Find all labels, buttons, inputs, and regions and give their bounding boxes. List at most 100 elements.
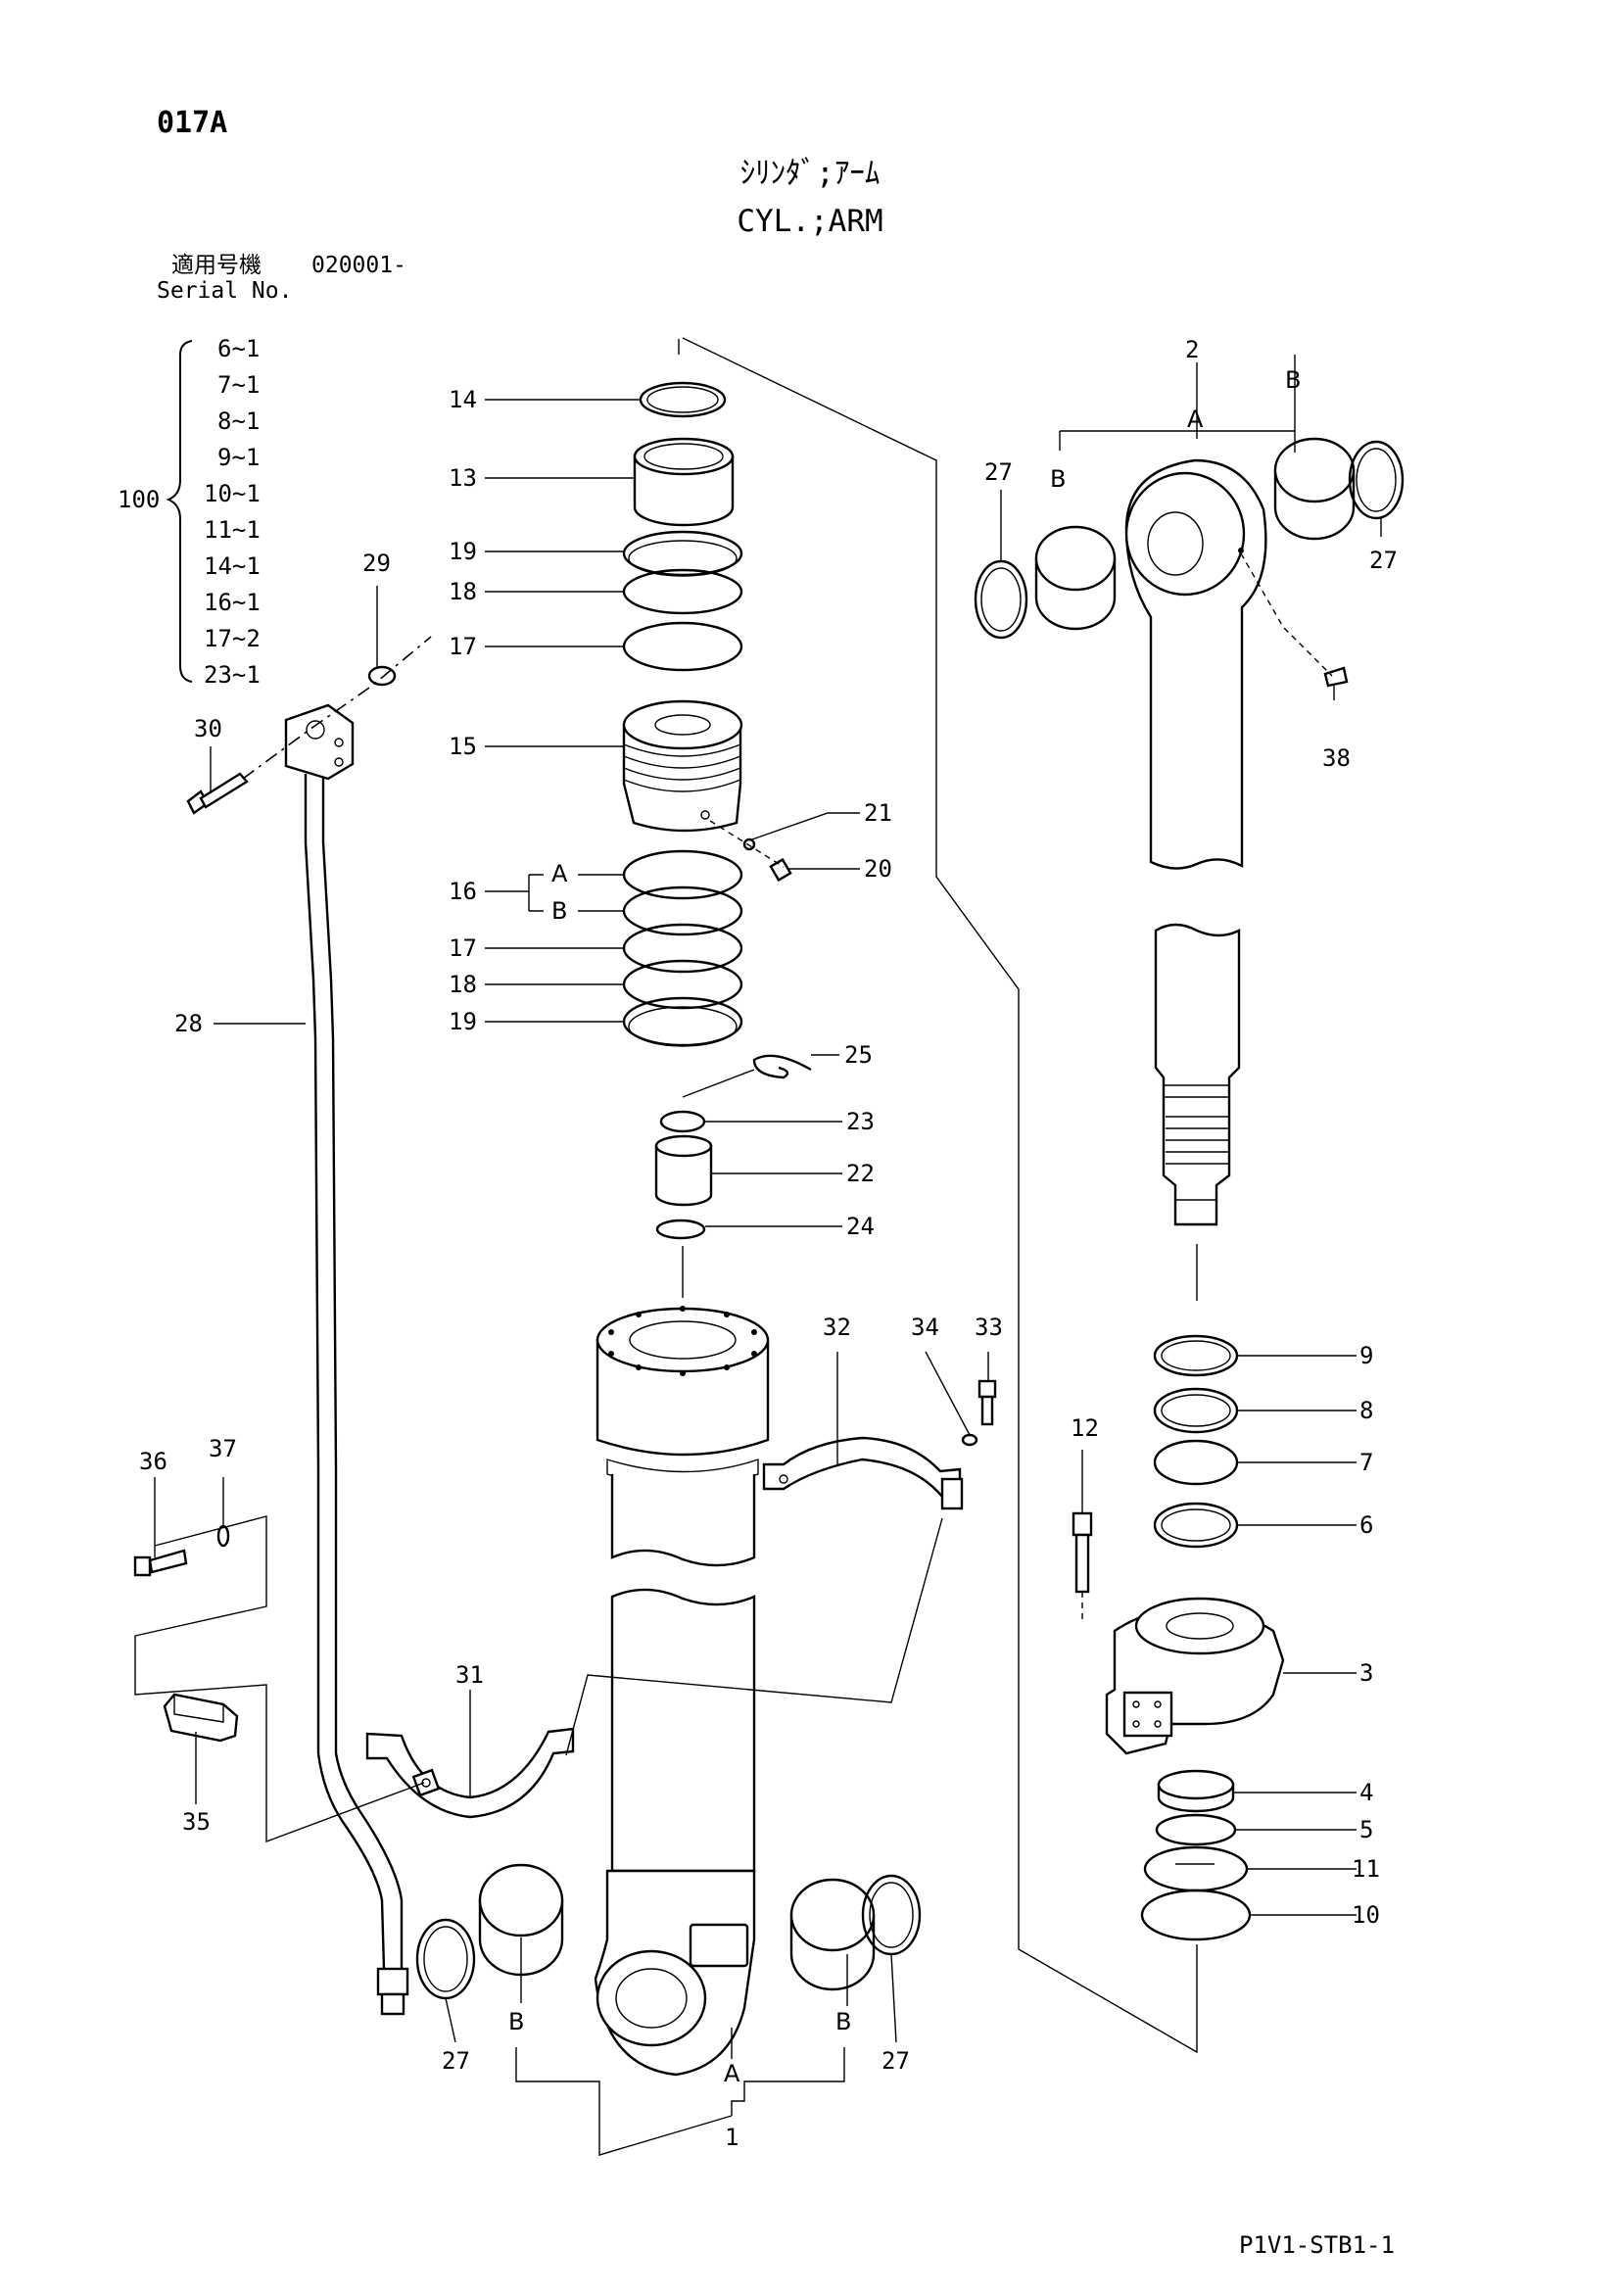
part-5-snap-ring [1155,1813,1237,1846]
callout-19: 19 [449,1008,477,1035]
callout-7: 7 [1359,1449,1373,1476]
title-english: CYL.;ARM [737,204,882,239]
callout-21: 21 [864,799,892,827]
callout-18: 18 [449,971,477,998]
exploded-path-line [682,337,1198,2054]
serial-label-english: Serial No. [157,278,292,304]
callout-25: 25 [844,1041,873,1069]
callout-19: 19 [449,538,477,565]
part-b-bushing-rod-left [1034,525,1117,631]
part-15-piston [622,699,743,833]
part-13-bushing [633,437,735,527]
callout-1: 1 [725,2124,739,2151]
page-code: 017A [157,106,227,140]
part-27-dust-seal-rod-right [1348,440,1405,520]
kit-item: 6~1 [217,335,260,362]
callout-23: 23 [846,1108,875,1135]
clamp-guide-line [565,1517,943,1756]
kit-item: 7~1 [217,371,260,399]
part-38-grease-nipple [1240,552,1349,688]
part-19-backup-ring-upper [622,530,743,577]
part-25-snap-ring [752,1054,812,1079]
kit-number: 100 [118,486,160,513]
leader-lines [154,355,1382,2156]
callout-16: 16 [449,878,477,905]
part-24-ring [655,1219,706,1240]
callout-36: 36 [139,1448,167,1475]
part-b-bushing-tube-left [478,1863,564,1977]
callout-3: 3 [1359,1659,1373,1687]
callout-27: 27 [442,2047,470,2075]
callout-16-b: B [551,897,567,925]
callout-1-a: A [724,2060,740,2087]
pipe-clamp-guide-line [134,1515,425,1843]
part-23-seal [659,1110,706,1133]
head-flange-bolt-holes [608,1306,757,1376]
part-9-ring [1153,1334,1239,1377]
callout-28: 28 [174,1010,203,1037]
callout-9: 9 [1359,1342,1373,1369]
callout-6: 6 [1359,1511,1373,1539]
callout-13: 13 [449,464,477,492]
part-22-collar [654,1134,713,1207]
callout-27: 27 [881,2047,910,2075]
kit-item: 11~1 [204,516,261,544]
part-35-clamp-block [163,1693,239,1743]
drawing-reference: P1V1-STB1-1 [1239,2231,1395,2259]
part-20-set-screw [769,857,792,883]
part-12-bolt [1072,1511,1093,1621]
part-33-bolt [977,1379,997,1426]
kit-item: 9~1 [217,444,260,471]
callout-4: 4 [1359,1779,1373,1806]
part-34-washer [961,1433,978,1447]
part-19-backup-ring-lower [622,996,743,1047]
callout-5: 5 [1359,1816,1373,1843]
callout-2-b-left: B [1050,465,1066,493]
callout-27: 27 [984,458,1013,486]
callout-17: 17 [449,934,477,962]
serial-range: 020001- [311,253,406,278]
callout-20: 20 [864,855,892,883]
part-11-backup-ring [1143,1845,1249,1892]
callout-35: 35 [182,1808,211,1836]
part-8-ring [1153,1387,1239,1434]
callout-30: 30 [194,715,222,742]
alignment-line [242,636,432,780]
callout-29: 29 [362,550,391,577]
part-4-bushing [1157,1769,1235,1813]
kit-item: 10~1 [204,480,261,507]
part-16b-slide-ring [622,885,743,936]
callout-1-b-left: B [508,2008,524,2035]
part-10-o-ring [1140,1889,1252,1941]
part-b-bushing-tube-right [789,1878,876,1991]
part-1-cylinder-tube [594,1307,770,2077]
kit-item: 17~2 [204,625,261,652]
kit-bracket [166,340,193,683]
kit-item: 23~1 [204,661,261,689]
callout-11: 11 [1352,1855,1380,1883]
part-28-pipe [304,774,409,2016]
callout-1-b-right: B [835,2008,851,2035]
callout-38: 38 [1322,744,1351,772]
part-7-ring [1153,1439,1239,1486]
part-16a-slide-ring [622,849,743,900]
callout-12: 12 [1071,1414,1099,1442]
callout-33: 33 [975,1314,1003,1341]
part-27-dust-seal-tube-left [415,1918,476,2000]
part-32-clamp [762,1436,964,1510]
part-b-bushing-rod-right [1273,437,1356,541]
kit-item: 8~1 [217,407,260,435]
callout-10: 10 [1352,1901,1380,1929]
callout-8: 8 [1359,1397,1373,1424]
part-36-bolt [133,1549,188,1577]
part-2-piston-rod [1124,458,1267,1226]
pipe-flange-block [284,703,355,781]
callout-34: 34 [911,1314,939,1341]
part-14-wear-ring [639,381,727,418]
callout-14: 14 [449,386,477,413]
callout-24: 24 [846,1213,875,1240]
part-3-rod-cover [1105,1597,1285,1755]
part-21-steel-ball [742,837,756,851]
title-japanese: ｼﾘﾝﾀﾞ;ｱｰﾑ [740,156,881,191]
